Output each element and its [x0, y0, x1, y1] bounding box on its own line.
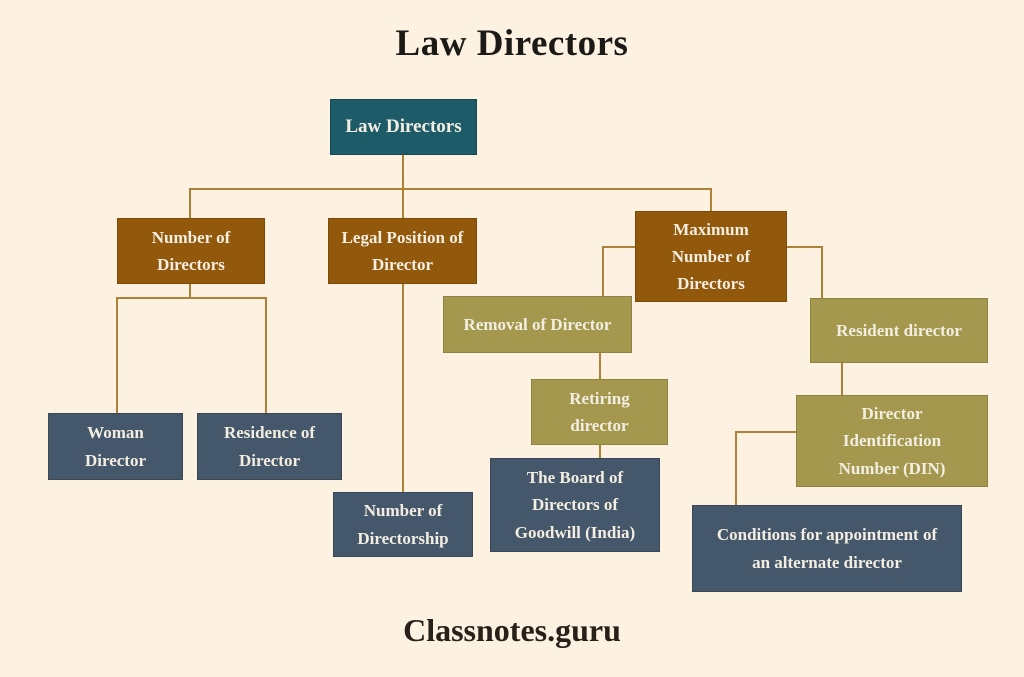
- connector-line: [735, 431, 737, 505]
- node-label: Removal of Director: [463, 314, 612, 334]
- node-number-of-directors: Number of Directors: [117, 218, 265, 284]
- connector-line: [402, 155, 404, 188]
- node-label: The Board of Directors of Goodwill (Indi…: [514, 468, 636, 542]
- node-label: Number of Directorship: [357, 501, 449, 548]
- connector-line: [402, 188, 404, 218]
- node-label: Legal Position of Director: [341, 227, 464, 274]
- connector-line: [821, 246, 823, 298]
- connector-line: [599, 353, 601, 379]
- node-conditions-alternate-director: Conditions for appointment of an alterna…: [692, 505, 962, 592]
- connector-line: [602, 246, 604, 296]
- connector-line: [189, 284, 191, 298]
- connector-line: [265, 297, 267, 413]
- node-law-directors: Law Directors: [330, 99, 477, 155]
- connector-line: [841, 363, 843, 395]
- connector-line: [735, 431, 796, 433]
- page-title: Law Directors: [395, 23, 629, 64]
- connector-line: [402, 284, 404, 492]
- node-label: Retiring director: [569, 388, 630, 435]
- node-label: Law Directors: [345, 115, 462, 137]
- node-removal-of-director: Removal of Director: [443, 296, 632, 353]
- node-label: Number of Directors: [151, 227, 231, 274]
- node-label: Resident director: [836, 320, 962, 340]
- connector-line: [710, 188, 712, 211]
- node-resident-director: Resident director: [810, 298, 988, 363]
- connector-line: [599, 445, 601, 458]
- node-board-of-directors-goodwill: The Board of Directors of Goodwill (Indi…: [490, 458, 660, 552]
- connector-line: [602, 246, 636, 248]
- node-label: Residence of Director: [223, 423, 316, 470]
- node-director-identification-number: Director Identification Number (DIN): [796, 395, 988, 487]
- connector-line: [189, 188, 712, 190]
- connector-line: [786, 246, 823, 248]
- node-residence-of-director: Residence of Director: [197, 413, 342, 480]
- node-label: Woman Director: [84, 423, 147, 470]
- footer-brand: Classnotes.guru: [403, 612, 621, 648]
- node-maximum-number-of-directors: Maximum Number of Directors: [635, 211, 787, 302]
- connector-line: [116, 297, 267, 299]
- connector-line: [189, 188, 191, 218]
- node-woman-director: Woman Director: [48, 413, 183, 480]
- node-label: Director Identification Number (DIN): [838, 404, 946, 478]
- node-label: Maximum Number of Directors: [671, 219, 751, 294]
- node-retiring-director: Retiring director: [531, 379, 668, 445]
- connector-line: [116, 297, 118, 413]
- node-number-of-directorship: Number of Directorship: [333, 492, 473, 557]
- node-label: Conditions for appointment of an alterna…: [716, 525, 938, 572]
- node-legal-position-of-director: Legal Position of Director: [328, 218, 477, 284]
